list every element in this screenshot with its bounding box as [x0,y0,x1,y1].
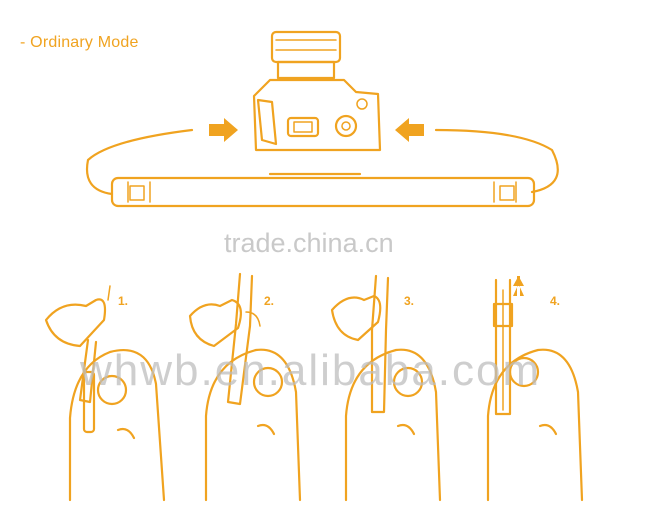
step-3-illustration [330,274,442,502]
arrow-right-icon [209,118,238,142]
step-2-illustration [188,272,302,502]
arrow-up-icon [513,276,524,296]
step-3-label: 3. [404,294,415,308]
camera-icon [252,30,382,176]
step-4-label: 4. [550,294,561,308]
mode-heading: - Ordinary Mode [20,34,139,51]
watermark-trade-china: trade.china.cn [224,228,394,258]
step-1-illustration [44,285,166,502]
step-1-label: 1. [118,294,129,308]
arrow-left-icon [395,118,424,142]
step-2-label: 2. [264,294,275,308]
strap-icon [85,128,559,208]
watermark-alibaba: whwb.en.alibaba.com [80,346,542,395]
step-4-illustration [486,276,584,502]
